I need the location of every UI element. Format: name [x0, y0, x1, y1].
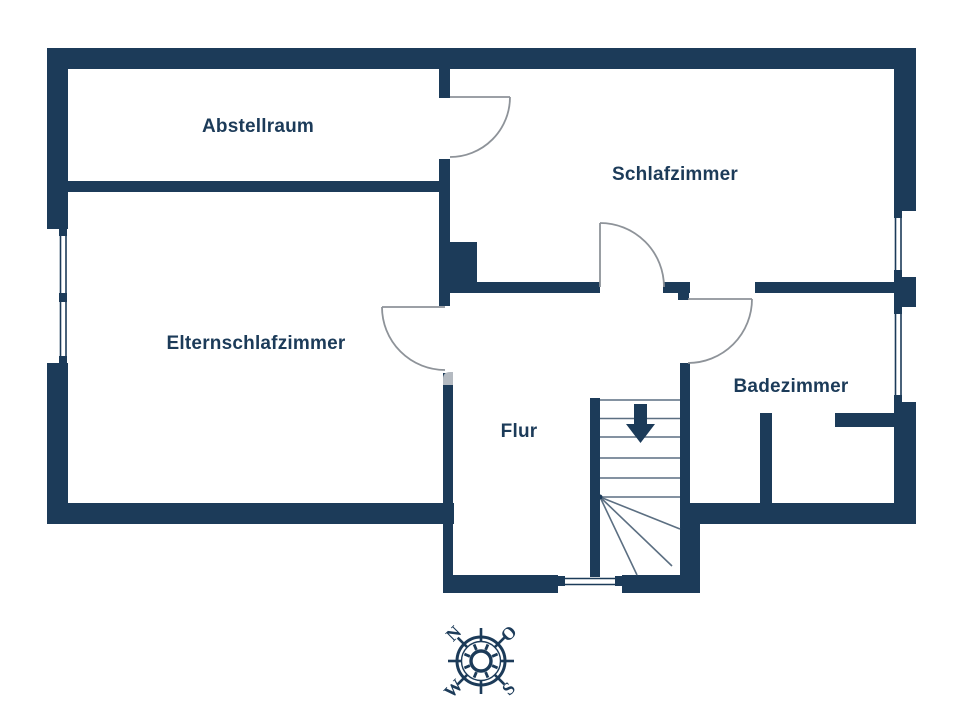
door-badezimmer: [687, 298, 753, 364]
wall-flur-bad-divider: [680, 363, 690, 504]
wall-abstellraum-bottom: [68, 181, 450, 192]
wall-right-lower: [894, 402, 916, 524]
door-schlafzimmer-flur: [599, 222, 665, 288]
wall-top: [47, 48, 916, 69]
door-elternschlafzimmer: [381, 306, 453, 385]
window-left: [59, 228, 67, 364]
wall-schlaf-flur-b: [663, 282, 690, 293]
stair-winder-pivot: [597, 494, 603, 500]
chimney-pillar: [450, 242, 477, 283]
wall-protrusion-bottom-left: [443, 575, 558, 593]
wall-protrusion-right: [680, 503, 700, 593]
wall-schlaf-flur-a: [450, 282, 600, 293]
wall-left-upper: [47, 48, 68, 229]
staircase: [597, 399, 681, 576]
room-label-schlafzimmer: Schlafzimmer: [612, 164, 738, 185]
compass-hub: [469, 649, 493, 673]
compass-sunburst: [463, 643, 499, 679]
wall-divider-mid: [439, 159, 450, 306]
wall-right-upper: [894, 48, 916, 211]
compass-rose: N O S W: [440, 621, 521, 702]
room-label-flur: Flur: [500, 421, 538, 442]
wall-flur-left: [443, 373, 453, 593]
room-label-badezimmer: Badezimmer: [733, 376, 849, 397]
window-right-schlafzimmer: [894, 211, 902, 277]
wall-schlaf-flur-c: [755, 282, 894, 293]
room-label-elternschlafzimmer: Elternschlafzimmer: [166, 333, 346, 354]
wall-protrusion-bottom-right: [622, 575, 700, 593]
wall-bad-stub-horizontal: [835, 413, 894, 427]
door-swing-arc: [687, 298, 753, 364]
door-swing-arc: [599, 222, 665, 288]
room-label-abstellraum: Abstellraum: [201, 116, 315, 137]
wall-bad-stub-vertical: [760, 413, 772, 504]
wall-bottom-left: [47, 503, 454, 524]
door-swing-arc: [449, 96, 511, 158]
wall-right-middle: [894, 277, 916, 307]
wall-divider-top: [439, 69, 450, 98]
window-bottom-flur: [558, 576, 622, 586]
compass-label-south: S: [498, 678, 519, 699]
door-jamb-cap: [443, 372, 453, 385]
wall-left-lower: [47, 363, 68, 504]
wall-bottom-right: [690, 503, 916, 524]
window-right-badezimmer: [894, 307, 902, 402]
door-swing-arc: [381, 306, 446, 371]
interior-walls: [68, 69, 894, 593]
outer-walls: [47, 48, 916, 524]
stair-down-arrow-icon: [626, 404, 655, 443]
door-abstellraum-schlafzimmer: [449, 96, 511, 158]
compass-spokes: [448, 628, 514, 694]
wall-stairs-left: [590, 398, 600, 577]
door-jamb-tab: [678, 293, 689, 300]
